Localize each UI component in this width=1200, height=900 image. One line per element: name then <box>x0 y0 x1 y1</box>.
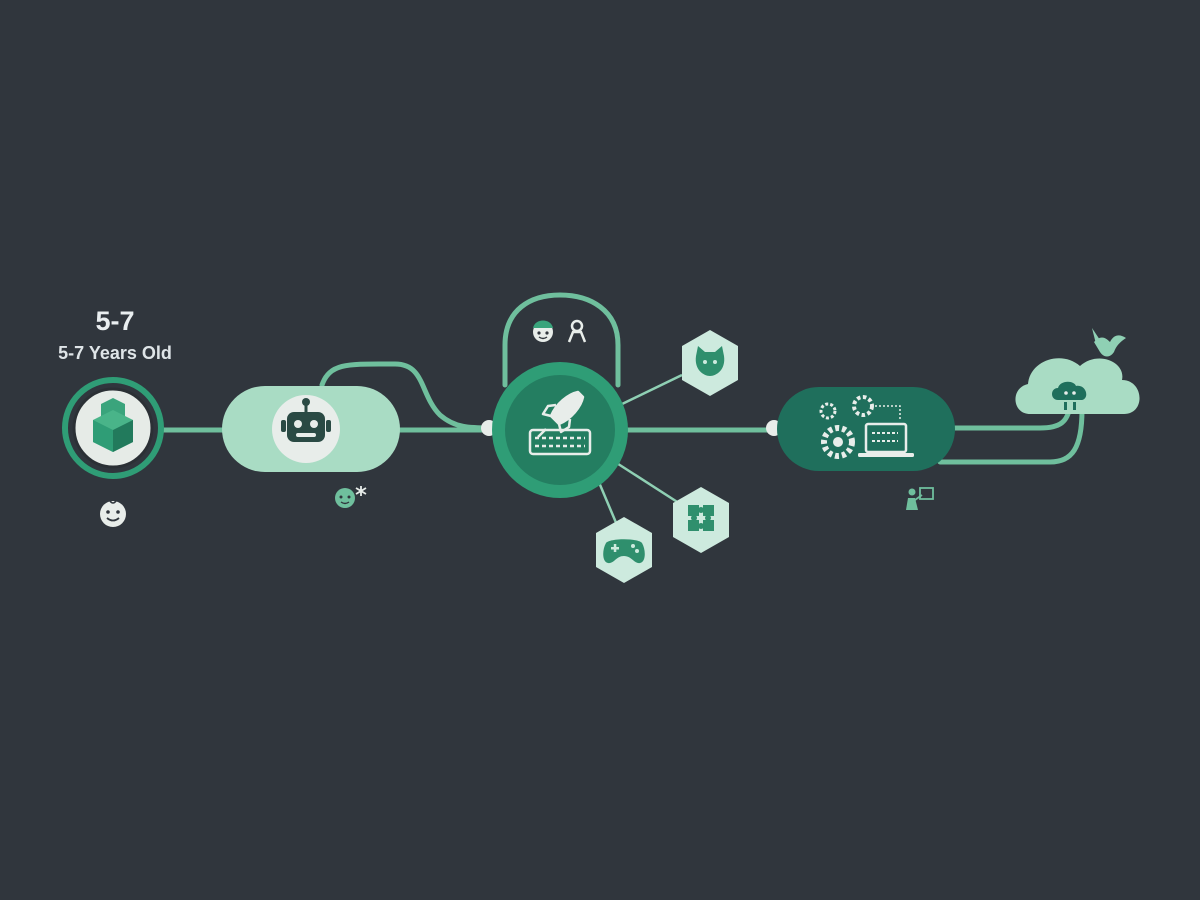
stage-building-blocks[interactable] <box>62 377 164 479</box>
robot-icon <box>281 398 331 442</box>
cloud-network-icon <box>1052 381 1087 410</box>
cat-icon <box>695 346 725 376</box>
cubes-icon <box>93 398 133 452</box>
satellite-cat[interactable] <box>682 330 738 396</box>
puzzle-icon <box>688 505 714 531</box>
baby-face-icon <box>100 500 126 527</box>
connector-lines <box>155 292 1085 465</box>
kid-sparkle-icon <box>335 486 367 508</box>
stage-coding-hub[interactable] <box>492 362 628 498</box>
age-range-title: 5-7 <box>95 306 135 336</box>
age-range-caption: 5-7 Years Old <box>58 343 172 363</box>
stage-engineering[interactable] <box>777 387 955 471</box>
person-icon <box>567 319 587 343</box>
spoke-line <box>611 458 683 507</box>
satellite-puzzle[interactable] <box>673 487 729 553</box>
connector-line <box>937 407 1085 465</box>
stage-robot[interactable] <box>222 386 400 472</box>
bird-icon <box>1092 328 1126 357</box>
child-face-icon <box>533 320 553 342</box>
family-arch <box>502 292 621 388</box>
spoke-line <box>619 373 683 407</box>
satellite-spokes <box>596 373 683 526</box>
presenter-icon <box>906 487 934 510</box>
bypass-arc <box>319 361 493 431</box>
gears-laptop-icon <box>819 395 914 459</box>
satellite-gamepad[interactable] <box>596 517 652 583</box>
spoke-line <box>596 479 619 526</box>
gamepad-icon <box>603 539 645 564</box>
stage-cloud[interactable] <box>1015 358 1140 414</box>
rocket-keyboard-icon <box>528 390 592 456</box>
